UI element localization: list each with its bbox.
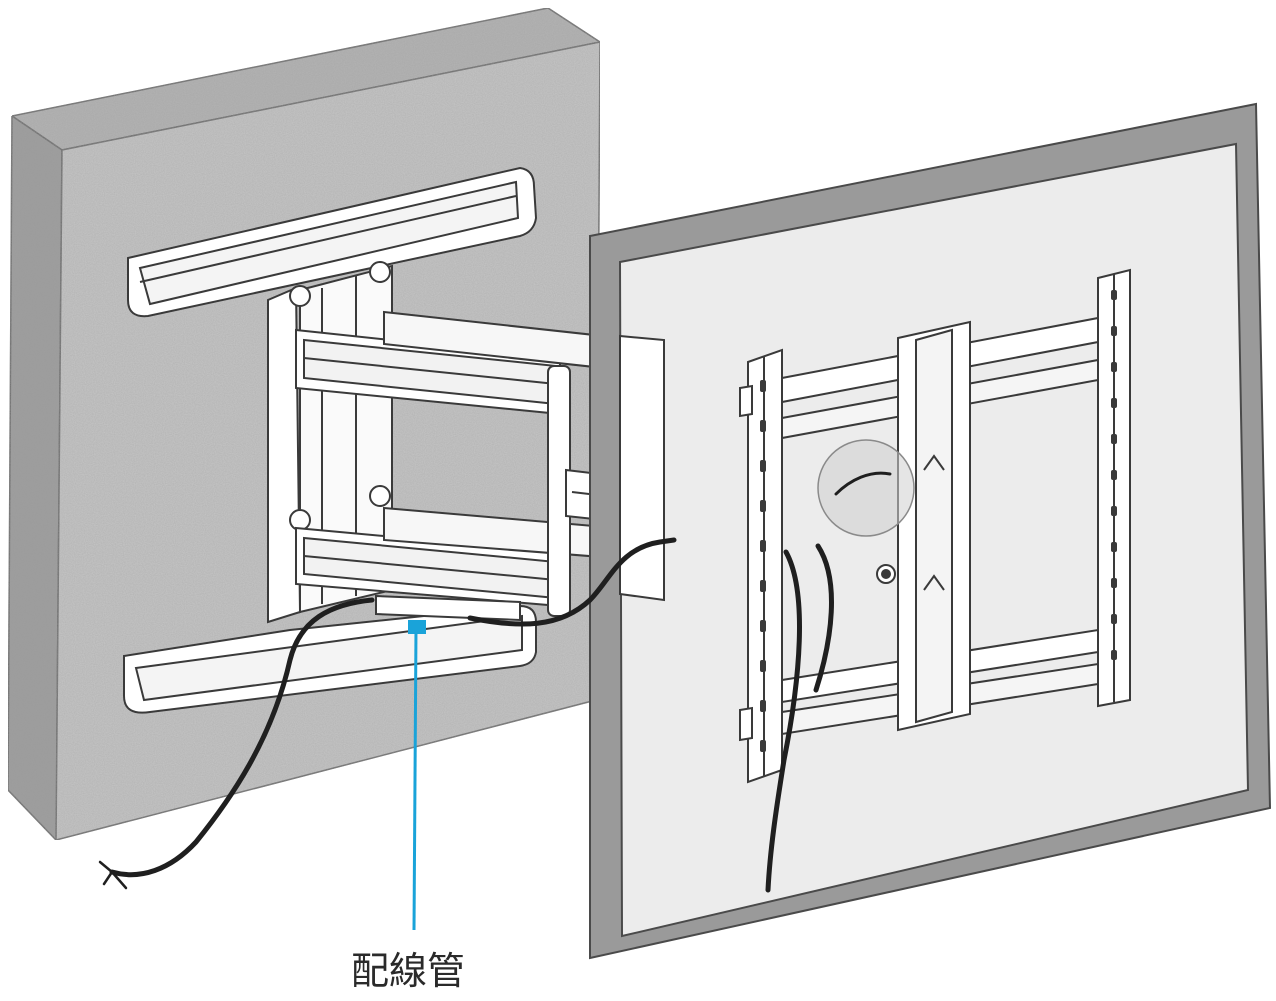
rail-holes: [760, 290, 1117, 752]
conduit-callout: 配線管: [351, 620, 465, 993]
cable-duct: [375, 594, 521, 622]
cables: [98, 471, 892, 893]
cable-arm-run: [467, 537, 677, 627]
lower-wall-plate: [123, 604, 537, 714]
tv-mount-plate: [739, 268, 1131, 784]
callout-marker: [408, 620, 426, 634]
callout-leader-line: [412, 627, 418, 931]
callout-label: 配線管: [351, 949, 465, 993]
cable-tv-right: [813, 543, 834, 693]
upper-wall-plate: [127, 166, 538, 318]
center-plate-markings: [923, 454, 945, 591]
wall-side-face: [7, 114, 63, 842]
cable-loose-end: [109, 597, 375, 878]
cable-tv-left: [765, 549, 802, 893]
detail-highlight-circle: [817, 439, 915, 537]
